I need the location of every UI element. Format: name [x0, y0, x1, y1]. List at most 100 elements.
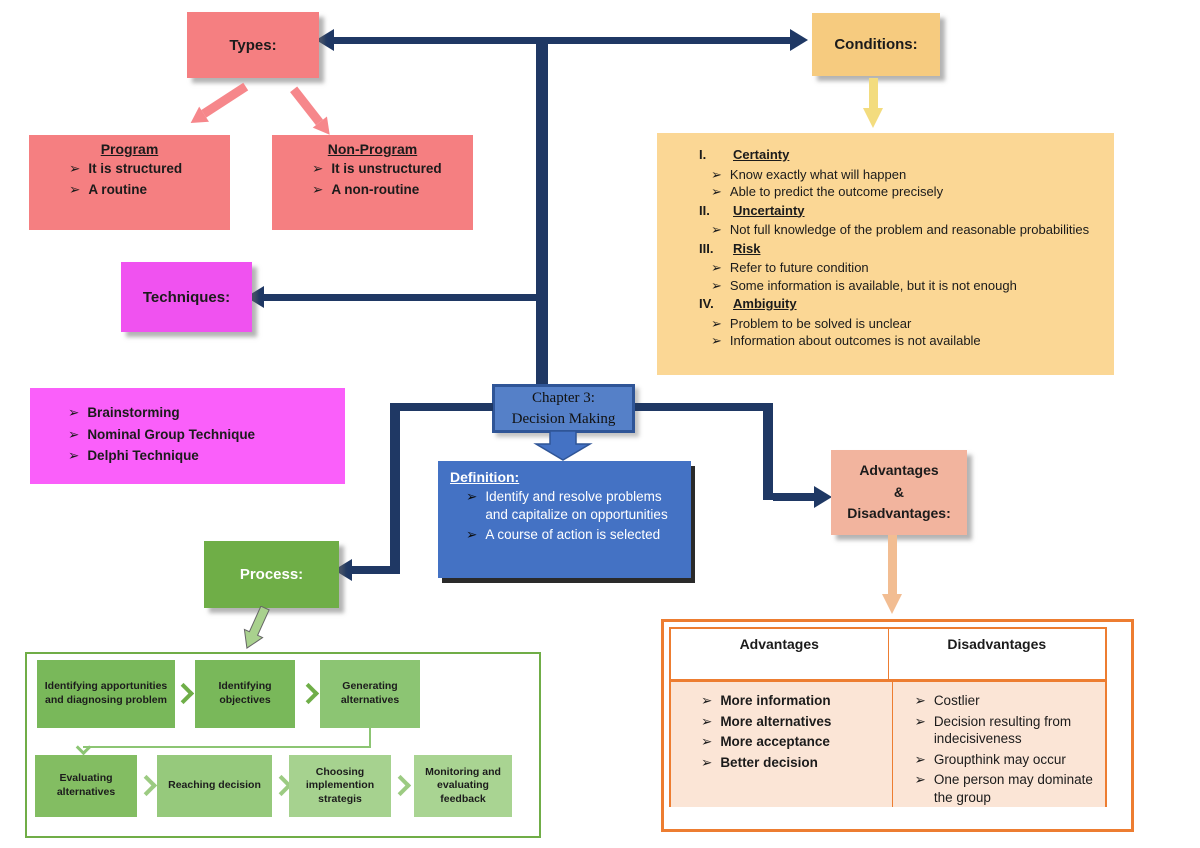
process-flow-panel: Identifying apportunities and diagnosing…: [25, 652, 541, 838]
bullet-text: Not full knowledge of the problem and re…: [729, 222, 1090, 237]
arrowhead-to-conditions-icon: [790, 29, 808, 51]
connector-chapter-adv-v: [763, 403, 773, 500]
connector-chapter-adv-h1: [635, 403, 773, 411]
chapter-title: Chapter 3: Decision Making: [512, 388, 616, 430]
connector-top-horizontal: [334, 37, 790, 44]
advantages-table: Advantages Disadvantages ➢More informati…: [661, 619, 1134, 832]
program-node: Program ➢It is structured➢A routine: [29, 135, 230, 230]
conditions-arrow-icon: [869, 78, 878, 110]
flow-step: Monitoring and evaluating feedback: [414, 755, 512, 817]
bullet-text: Problem to be solved is unclear: [729, 315, 912, 331]
bullet-arrow-icon: ➢: [69, 161, 81, 176]
bullet-item: ➢ A course of action is selected: [466, 526, 683, 544]
condition-title: Uncertainty: [733, 202, 805, 218]
bullet-arrow-icon: ➢: [711, 184, 722, 199]
bullet-arrow-icon: ➢: [466, 527, 478, 543]
bullet-arrow-icon: ➢: [711, 260, 722, 275]
arrow-shaft: [290, 86, 324, 125]
bullet-text: It is unstructured: [331, 161, 442, 176]
bullet-arrow-icon: ➢: [68, 448, 80, 464]
bullet-arrow-icon: ➢: [914, 713, 926, 729]
table-header-row: Advantages Disadvantages: [671, 629, 1105, 682]
techniques-label: Techniques:: [142, 288, 231, 306]
flow-step: Identifying objectives: [195, 660, 295, 728]
bullet-item: ➢Able to predict the outcome precisely: [711, 183, 1100, 201]
bullet-text: Some information is available, but it is…: [729, 277, 1017, 293]
table-header-disadvantages: Disadvantages: [947, 636, 1047, 652]
techniques-node: Techniques:: [121, 262, 252, 332]
bullet-arrow-icon: ➢: [711, 315, 722, 331]
chapter-node: Chapter 3: Decision Making: [492, 384, 635, 433]
bullet-arrow-icon: ➢: [711, 166, 722, 182]
bullet-text: Know exactly what will happen: [729, 166, 907, 182]
condition-title: Ambiguity: [733, 296, 797, 311]
process-flow-row1: Identifying apportunities and diagnosing…: [27, 654, 539, 836]
bullet-text: Information about outcomes is not availa…: [729, 333, 981, 348]
bullet-item: ➢Some information is available, but it i…: [711, 277, 1100, 295]
bullet-text: Better decision: [720, 754, 818, 770]
bullet-arrow-icon: ➢: [69, 181, 81, 197]
arrow-shaft: [201, 83, 249, 119]
connector-center-vertical: [536, 37, 548, 385]
bullet-arrow-icon: ➢: [914, 693, 926, 708]
process-label: Process:: [239, 566, 304, 583]
bullet-text: Groupthink may occur: [933, 751, 1066, 767]
bullet-item: ➢A non-routine: [312, 181, 465, 199]
bullet-item: ➢ Information about outcomes is not avail…: [711, 332, 1100, 350]
conditions-panel: I.Certainty➢Know exactly what will happe…: [657, 133, 1114, 375]
bullet-item: ➢Brainstorming: [68, 404, 335, 422]
arrowhead-to-types-icon: [316, 29, 334, 51]
flow-elbow-horizontal: [83, 746, 371, 748]
bullet-text: A routine: [88, 181, 148, 197]
advantages-line2: &: [893, 483, 905, 500]
bullet-arrow-icon: ➢: [711, 222, 722, 237]
bullet-arrow-icon: ➢: [68, 426, 80, 442]
condition-heading: I.Certainty: [675, 145, 1100, 166]
bullet-text: A course of action is selected: [485, 527, 661, 543]
flow-arrow-icon: [389, 774, 412, 797]
conditions-label: Conditions:: [834, 36, 918, 53]
chapter-line1: Chapter 3:: [532, 389, 595, 406]
bullet-text: A non-routine: [331, 181, 420, 197]
flow-step: Evaluating alternatives: [35, 755, 137, 817]
bullet-item: ➢Costlier: [915, 692, 1100, 710]
types-to-nonprogram-arrow-icon: [287, 83, 337, 141]
connector-chapter-process-h2: [352, 566, 400, 574]
advantages-line3: Disadvantages:: [847, 505, 951, 522]
bullet-arrow-icon: ➢: [914, 772, 926, 788]
bullet-arrow-icon: ➢: [711, 333, 722, 348]
conditions-node: Conditions:: [812, 13, 940, 76]
bullet-arrow-icon: ➢: [466, 489, 478, 504]
condition-numeral: I.: [699, 147, 707, 162]
condition-numeral: IV.: [699, 296, 714, 311]
bullet-item: ➢ Know exactly what will happen: [711, 166, 1100, 184]
program-points: ➢ It is structured ➢ A routine: [69, 160, 222, 198]
definition-node: Definition: ➢ Identify and resolve proble…: [438, 461, 691, 578]
chapter-line2: Decision Making: [511, 410, 616, 427]
flow-step: Generating alternatives: [320, 660, 420, 728]
types-to-program-arrow-icon: [185, 79, 251, 131]
flow-step: Choosing implemention strategis: [289, 755, 391, 817]
bullet-text: Nominal Group Technique: [87, 426, 256, 442]
advantages-arrow-icon: [888, 535, 897, 596]
bullet-item: ➢ Problem to be solved is unclear: [711, 315, 1100, 333]
table-body-row: ➢More information➢More alternatives➢More…: [671, 682, 1105, 807]
bullet-arrow-icon: ➢: [701, 754, 713, 770]
conditions-arrow-head-icon: [863, 108, 883, 128]
bullet-item: ➢Decision resulting from indecisiveness: [915, 713, 1100, 748]
connector-chapter-process-h1: [390, 403, 493, 411]
bullet-text: It is structured: [88, 161, 183, 176]
bullet-item: ➢More alternatives: [701, 713, 886, 731]
bullet-text: More acceptance: [720, 734, 830, 750]
bullet-item: ➢ Not full knowledge of the problem and r…: [711, 221, 1100, 239]
advantages-node-label: Advantages & Disadvantages:: [847, 460, 950, 525]
definition-title: Definition:: [450, 469, 520, 485]
bullet-arrow-icon: ➢: [68, 405, 80, 420]
techniques-panel: ➢Brainstorming➢Nominal Group Technique➢D…: [30, 388, 345, 484]
bullet-text: Identify and resolve problems and capita…: [485, 489, 668, 522]
bullet-item: ➢Groupthink may occur: [915, 751, 1100, 769]
flow-step: Identifying apportunities and diagnosing…: [37, 660, 175, 728]
types-label: Types:: [229, 36, 277, 54]
